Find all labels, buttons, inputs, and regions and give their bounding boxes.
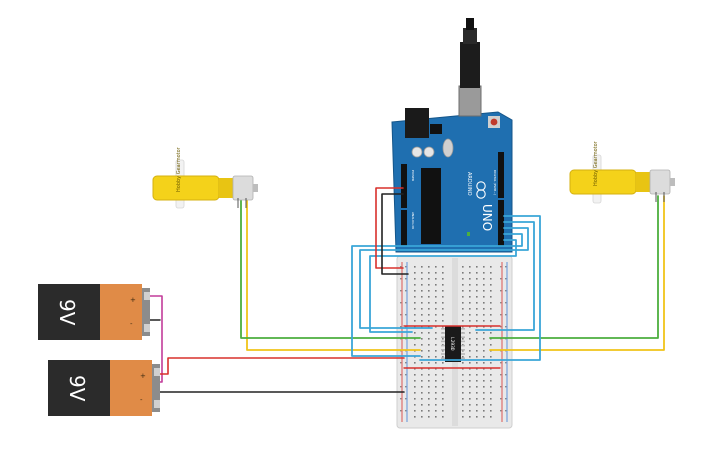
- power-label: POWER: [411, 170, 415, 181]
- wire-red-battery[interactable]: [149, 357, 405, 375]
- wire-blue-4[interactable]: [351, 233, 523, 357]
- wire-yellow-right-motor[interactable]: [489, 195, 665, 351]
- battery-top-plus: +: [130, 296, 136, 304]
- battery-top-minus: -: [130, 320, 133, 328]
- battery-terminal-cap: [152, 364, 160, 412]
- wire-blue-2[interactable]: [475, 221, 535, 331]
- motor-right-label: Hobby Gearmotor: [593, 140, 599, 186]
- battery-top-label: 9V: [55, 299, 79, 326]
- digital-label: DIGITAL (PWM~): [493, 170, 497, 195]
- wire-green-left-motor[interactable]: [240, 195, 421, 339]
- wire-blue-1[interactable]: [419, 215, 541, 361]
- board-model: UNO: [480, 204, 494, 231]
- battery-bottom-label: 9V: [65, 375, 89, 402]
- gearmotor-left[interactable]: Hobby Gearmotor: [152, 146, 258, 209]
- breadboard-holes: [400, 266, 507, 418]
- motor-left-label: Hobby Gearmotor: [176, 146, 182, 192]
- arduino-logo: [476, 181, 486, 199]
- battery-terminal-cap: [142, 288, 150, 336]
- digital-header-upper: [498, 152, 504, 198]
- wire-red-5v[interactable]: [375, 187, 404, 269]
- digital-header-lower: [498, 200, 504, 246]
- board-brand: ARDUINO: [466, 172, 472, 196]
- analog-label: ANALOG IN: [411, 212, 415, 229]
- motor-body: [649, 169, 671, 195]
- battery-9v-bottom[interactable]: 9V + -: [48, 360, 160, 416]
- usb-cable-plug: [460, 42, 480, 88]
- battery-bottom-minus: -: [140, 396, 143, 404]
- analog-header: [401, 210, 407, 246]
- gearmotor-right[interactable]: Hobby Gearmotor: [569, 140, 675, 204]
- battery-bottom-plus: +: [140, 372, 146, 380]
- wires: [149, 187, 665, 393]
- wire-blue-5[interactable]: [369, 239, 517, 333]
- motor-body: [232, 175, 254, 201]
- atmega-chip: [421, 168, 441, 244]
- battery-9v-top[interactable]: 9V + -: [38, 284, 150, 340]
- chip-label: L293D: [449, 337, 455, 351]
- wire-yellow-left-motor[interactable]: [246, 195, 421, 351]
- power-header: [401, 164, 407, 208]
- wire-green-right-motor[interactable]: [489, 195, 659, 339]
- arduino-uno-board[interactable]: ARDUINO UNO ANALOG IN POWER DIGITAL (PWM…: [391, 18, 513, 253]
- power-jack: [405, 108, 429, 138]
- usb-cable: [466, 18, 474, 30]
- wire-black-gnd[interactable]: [381, 193, 409, 275]
- wire-blue-3[interactable]: [359, 227, 529, 329]
- motor-driver-chip[interactable]: L293D: [441, 326, 465, 362]
- usb-port: [458, 85, 482, 117]
